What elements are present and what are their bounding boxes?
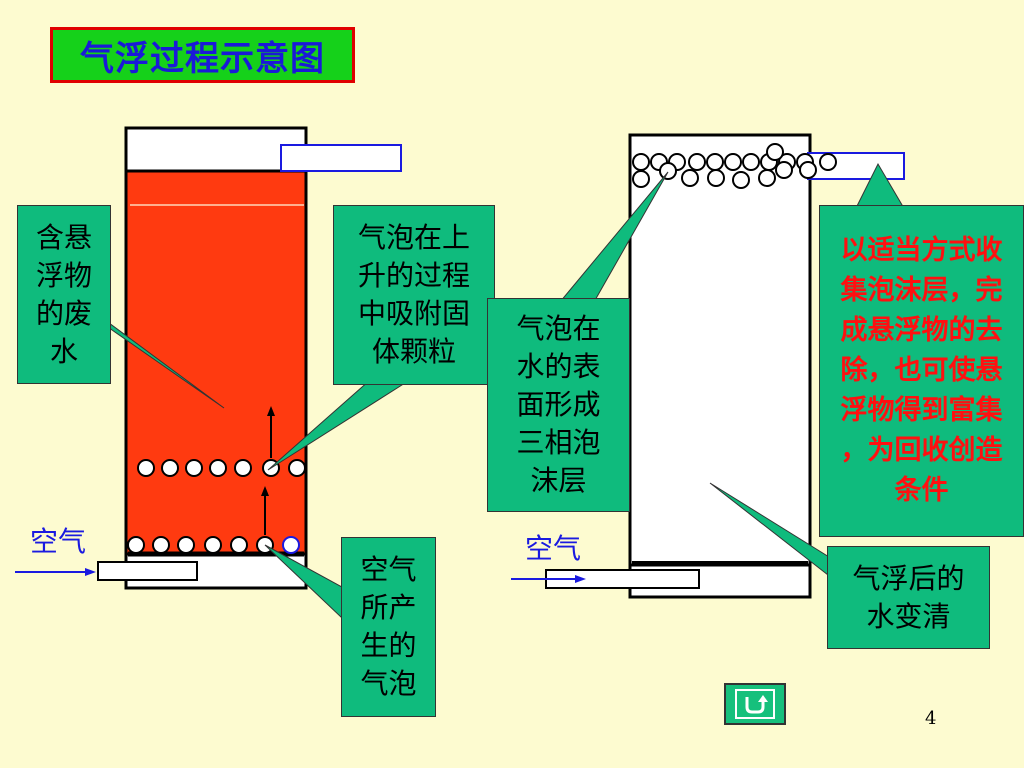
- lower-bubble-row: [127, 536, 300, 554]
- froth-layer-bubbles: [632, 143, 837, 189]
- callout-clear-water: 气浮后的 水变清: [827, 546, 990, 649]
- return-button[interactable]: [724, 683, 786, 725]
- left-air-inlet-pipe: [97, 561, 198, 581]
- left-outlet-pipe: [280, 144, 402, 172]
- page-title: 气浮过程示意图: [50, 27, 355, 83]
- return-arrow-icon: [735, 689, 775, 719]
- left-tank: [15, 126, 402, 590]
- air-label-right: 空气: [525, 532, 582, 565]
- callout-bubble-adsorb: 气泡在上 升的过程 中吸附固 体颗粒: [333, 205, 495, 385]
- callout-collect-froth: 以适当方式收 集泡沫层，完 成悬浮物的去 除，也可使悬 浮物得到富集 ，为回收创…: [819, 205, 1024, 537]
- callout-air-bubbles: 空气 所产 生的 气泡: [341, 537, 436, 717]
- page-number: 4: [925, 708, 937, 729]
- callout-froth-layer: 气泡在 水的表 面形成 三相泡 沫层: [487, 298, 630, 512]
- right-tank: [511, 133, 905, 599]
- left-tank-top-section: [124, 126, 308, 173]
- right-tank-body: [628, 133, 812, 567]
- callout-suspended-wastewater: 含悬 浮物 的废 水: [17, 205, 111, 384]
- left-tank-water: [124, 169, 308, 556]
- air-label-left: 空气: [30, 525, 87, 558]
